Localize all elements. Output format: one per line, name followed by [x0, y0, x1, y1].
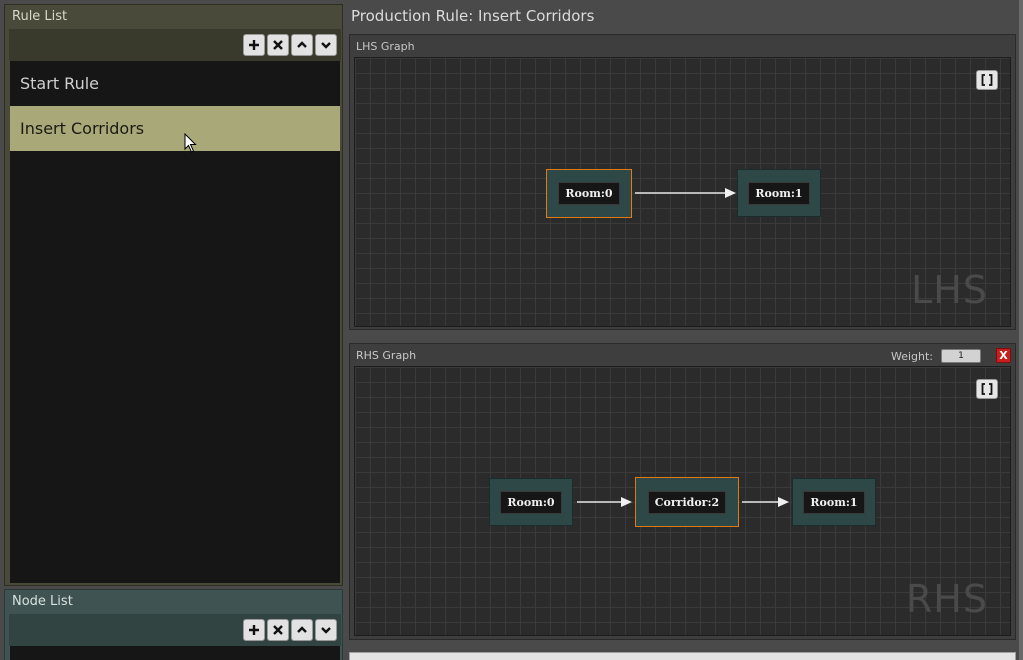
plus-icon: [249, 625, 259, 635]
rule-list-title: Rule List: [12, 9, 68, 24]
move-rule-up-button[interactable]: [291, 34, 313, 56]
chevron-up-icon: [297, 626, 307, 633]
rule-item-insert-corridors[interactable]: Insert Corridors: [10, 106, 340, 151]
node-label: Room:0: [558, 182, 620, 205]
lhs-graph-panel: LHS Graph Room:0 Room:1 LHS: [349, 34, 1016, 330]
production-rule-title: Production Rule: Insert Corridors: [351, 7, 595, 25]
window-scroll-edge: [1019, 0, 1023, 660]
rhs-graph-canvas[interactable]: Room:0 Corridor:2 Room:1 RHS: [354, 366, 1011, 636]
plus-icon: [249, 40, 259, 50]
add-rule-button[interactable]: [243, 34, 265, 56]
weight-input[interactable]: 1: [941, 349, 981, 363]
rhs-edge-arrow-2: [742, 497, 789, 507]
delete-node-button[interactable]: [267, 619, 289, 641]
rhs-graph-title: RHS Graph: [356, 349, 417, 362]
rhs-frame-all-button[interactable]: [976, 379, 998, 399]
rhs-node-room-0[interactable]: Room:0: [489, 478, 573, 526]
node-label: Room:0: [500, 490, 562, 514]
rhs-node-corridor-2[interactable]: Corridor:2: [635, 477, 739, 527]
rhs-watermark: RHS: [905, 577, 988, 621]
chevron-down-icon: [321, 627, 331, 634]
weight-control: Weight: 1: [891, 349, 981, 363]
add-node-button[interactable]: [243, 619, 265, 641]
move-rule-down-button[interactable]: [315, 34, 337, 56]
chevron-up-icon: [297, 41, 307, 48]
chevron-down-icon: [321, 42, 331, 49]
node-label: Room:1: [748, 181, 810, 205]
lhs-node-room-0[interactable]: Room:0: [546, 169, 632, 218]
cross-icon: [273, 625, 283, 635]
node-label: Corridor:2: [647, 490, 727, 514]
bottom-panel-edge: [349, 652, 1016, 660]
node-list-toolbar: [9, 614, 341, 646]
weight-label: Weight:: [890, 349, 933, 363]
rhs-graph-panel: RHS Graph Weight: 1 X Room:0 Corridor:2: [349, 343, 1016, 640]
rule-list-panel: Rule List Start Rule Insert Corridors: [4, 4, 343, 586]
frame-brackets-icon: [981, 383, 993, 395]
lhs-graph-canvas[interactable]: Room:0 Room:1 LHS: [354, 57, 1011, 327]
node-list: [10, 646, 340, 660]
rule-list-toolbar: [9, 29, 341, 61]
cross-icon: [273, 40, 283, 50]
lhs-graph-title: LHS Graph: [356, 40, 415, 53]
lhs-frame-all-button[interactable]: [976, 70, 998, 90]
remove-rhs-button[interactable]: X: [996, 348, 1011, 363]
frame-brackets-icon: [981, 74, 993, 86]
lhs-watermark: LHS: [911, 268, 988, 312]
mouse-cursor-icon: [184, 133, 197, 153]
rhs-edge-arrow-1: [577, 497, 632, 507]
move-node-up-button[interactable]: [291, 619, 313, 641]
rule-item-start-rule[interactable]: Start Rule: [20, 74, 99, 93]
lhs-node-room-1[interactable]: Room:1: [737, 169, 821, 217]
node-label: Room:1: [803, 490, 865, 514]
rule-list: Start Rule Insert Corridors: [10, 61, 340, 583]
move-node-down-button[interactable]: [315, 619, 337, 641]
node-list-title: Node List: [12, 594, 73, 609]
rhs-node-room-1[interactable]: Room:1: [792, 478, 876, 526]
node-list-panel: Node List: [4, 589, 343, 660]
delete-rule-button[interactable]: [267, 34, 289, 56]
lhs-edge-arrow: [635, 188, 736, 198]
